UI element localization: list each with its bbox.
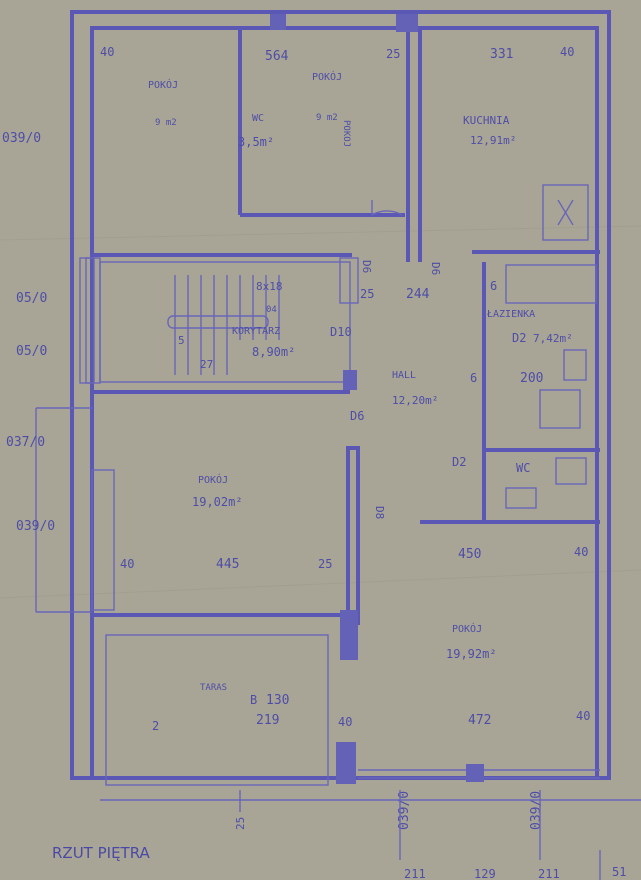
dimension: 445 — [216, 557, 239, 572]
dimension: 129 — [474, 867, 496, 880]
door-label: D2 — [512, 331, 526, 345]
dimension: 40 — [120, 557, 134, 571]
room-name: POKÓJ — [148, 78, 178, 91]
dimension: 25 — [234, 817, 247, 830]
dimension: 037/0 — [6, 435, 45, 450]
room-name: TARAS — [200, 683, 227, 693]
room-area: 7,42m² — [533, 332, 573, 345]
dimension: 40 — [560, 45, 574, 59]
door-label: D10 — [330, 325, 352, 339]
room-name: HALL — [392, 370, 416, 381]
room-area: 9 m2 — [155, 118, 177, 128]
door-label: D6 — [350, 409, 364, 423]
room-area: 19,02m² — [192, 495, 243, 509]
plan-title: RZUT PIĘTRA — [52, 844, 151, 862]
dimension: 219 — [256, 713, 279, 728]
room-name: ŁAZIENKA — [486, 309, 535, 320]
dimension: 450 — [458, 547, 481, 562]
dimension: 25 — [318, 557, 332, 571]
dimension: 25 — [386, 47, 400, 61]
dimension: 472 — [468, 713, 491, 728]
left-dimensions — [35, 407, 92, 613]
room-area: 12,91m² — [470, 134, 516, 147]
room-area: 8,90m² — [252, 345, 295, 359]
stairs-left: 5 — [178, 334, 185, 347]
dimension: 200 — [520, 371, 543, 386]
dimension: 6 — [490, 279, 497, 293]
dimension: 05/0 — [16, 344, 47, 359]
dimension: 244 — [406, 287, 430, 302]
outer-walls — [70, 10, 611, 780]
dimension: 6 — [470, 371, 477, 385]
dimension: 039/0 — [397, 791, 412, 830]
room-name: KORYTARZ — [232, 326, 280, 337]
dimension: 25 — [360, 287, 374, 301]
bottom-dimension-lines — [100, 790, 641, 880]
dimension: 51 — [612, 865, 626, 879]
door-labels: D6 D6 D10 D6 D2 D2 D8 — [330, 260, 526, 519]
room-name: POKÓJ — [312, 70, 342, 83]
dimension: 40 — [338, 715, 352, 729]
room-area: 9 m2 — [316, 113, 338, 123]
interior-walls — [79, 14, 600, 786]
room-area: 3,5m² — [238, 135, 274, 149]
room-name: WC — [252, 113, 264, 124]
door-label: D6 — [360, 260, 373, 273]
stairs-label: 8x18 — [256, 280, 283, 293]
room-labels: POKÓJ 9 m2 POKÓJ 9 m2 KUCHNIA 12,91m² WC… — [148, 70, 573, 707]
door-label: D2 — [452, 455, 466, 469]
door-label: D6 — [429, 262, 442, 275]
stairs-bottom: 27 — [200, 358, 213, 371]
dimension: 039/0 — [529, 791, 544, 830]
room-name: POKÓJ — [452, 622, 482, 635]
dimension-labels: 40 564 25 331 40 25 244 6 6 200 40 445 2… — [2, 45, 626, 880]
dimension: 211 — [404, 867, 426, 880]
stair-steps — [167, 275, 280, 375]
dimension: 039/0 — [16, 519, 55, 534]
dimension: 40 — [100, 45, 114, 59]
room-name: WC — [516, 461, 530, 475]
dimension: 05/0 — [16, 291, 47, 306]
room-area: 12,20m² — [392, 394, 438, 407]
room-area: 19,92m² — [446, 647, 497, 661]
dimension: 331 — [490, 47, 513, 62]
dimension: 130 — [266, 693, 289, 708]
stairs-note: 04 — [266, 305, 277, 315]
door-label: D8 — [373, 506, 386, 519]
dimension: 039/0 — [2, 131, 41, 146]
room-name: KUCHNIA — [463, 114, 510, 127]
dimension: 40 — [576, 709, 590, 723]
dimension: 40 — [574, 545, 588, 559]
taras-b-label: B — [250, 693, 257, 707]
room-name: POKÓJ — [198, 473, 228, 486]
dimension: 211 — [538, 867, 560, 880]
dimension: 564 — [265, 49, 289, 64]
dimension: 2 — [152, 719, 159, 733]
pokoj-vertical-label: POKOJ — [341, 120, 351, 147]
paper-texture — [0, 225, 641, 599]
